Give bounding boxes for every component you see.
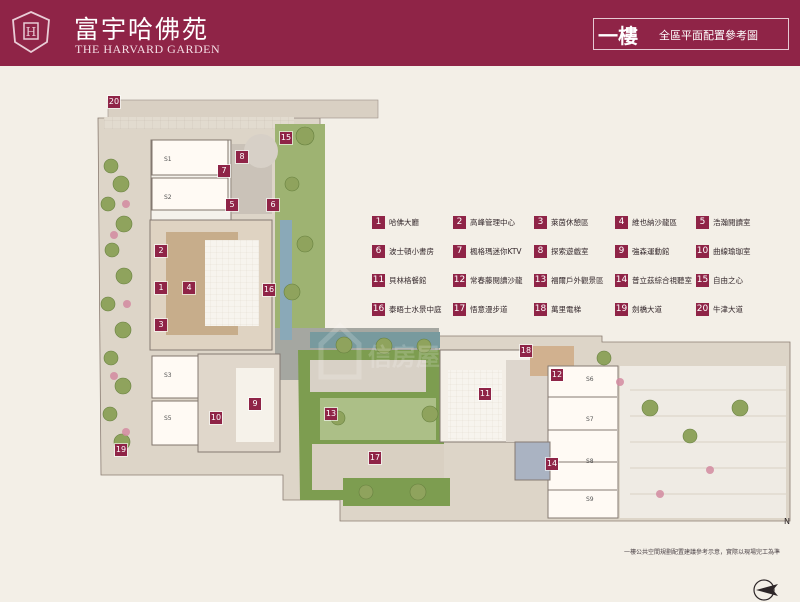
legend-label: 泰晤士水景中庭 [389, 305, 442, 314]
legend-number: 12 [453, 274, 466, 287]
plan-title: 全區平面配置參考圖 [659, 29, 758, 42]
map-marker-6: 6 [267, 199, 279, 211]
legend-label: 強森運動館 [632, 247, 670, 256]
legend-label: 牛津大道 [713, 305, 743, 314]
legend-label: 楓格瑪迷你KTV [470, 247, 522, 256]
site-plan-illustration [97, 99, 791, 522]
map-marker-11: 11 [479, 388, 491, 400]
legend-label: 自由之心 [713, 276, 743, 285]
legend-label: 貝林格餐館 [389, 276, 427, 285]
legend-number: 2 [453, 216, 466, 229]
plan-title-frame [593, 18, 789, 50]
watermark-text: 信房屋 [368, 343, 440, 371]
unit-label-s5: S5 [164, 415, 172, 422]
map-marker-10: 10 [210, 412, 222, 424]
map-marker-4: 4 [183, 282, 195, 294]
legend-number: 3 [534, 216, 547, 229]
map-marker-1: 1 [155, 282, 167, 294]
legend-label: 哈佛大廳 [389, 218, 419, 227]
legend-number: 15 [696, 274, 709, 287]
legend-number: 16 [372, 303, 385, 316]
disclaimer-footnote: 一樓公共空間規劃配置建議參考示意，實際以現場完工為準 [623, 549, 780, 556]
legend-number: 7 [453, 245, 466, 258]
legend-label: 福爾戶外觀景區 [551, 276, 604, 285]
legend-label: 萊茵休憩區 [551, 218, 589, 227]
floor-title: 一樓 [598, 24, 638, 48]
map-marker-7: 7 [218, 165, 230, 177]
north-arrow-icon [753, 579, 778, 601]
legend-number: 4 [615, 216, 628, 229]
unit-label-s6: S6 [586, 376, 594, 383]
legend-label: 浩瀚閱讀室 [713, 218, 751, 227]
map-marker-3: 3 [155, 319, 167, 331]
map-marker-9: 9 [249, 398, 261, 410]
map-marker-12: 12 [551, 369, 563, 381]
map-marker-15: 15 [280, 132, 292, 144]
legend-label: 維也納沙龍區 [632, 218, 677, 227]
legend-number: 14 [615, 274, 628, 287]
unit-label-s3: S3 [164, 372, 172, 379]
legend-label: 常春藤閱讀沙龍 [470, 276, 523, 285]
legend-number: 1 [372, 216, 385, 229]
map-marker-19: 19 [115, 444, 127, 456]
legend-label: 探索遊戲室 [551, 247, 589, 256]
legend-number: 6 [372, 245, 385, 258]
map-marker-8: 8 [236, 151, 248, 163]
legend-label: 悟意漫步道 [470, 305, 508, 314]
legend-label: 萬里電梯 [551, 305, 581, 314]
legend-number: 17 [453, 303, 466, 316]
facility-legend: 1 哈佛大廳 2 高峰管理中心 3 萊茵休憩區 4 維也納沙龍區 5 浩瀚閱讀室 6 波士頓… [372, 216, 782, 320]
watermark: 信房屋 [318, 314, 490, 384]
harvard-crest-icon: H [12, 11, 50, 53]
north-label: N [784, 517, 790, 526]
legend-number: 18 [534, 303, 547, 316]
brand-name-chinese: 富宇哈佛苑 [74, 15, 210, 44]
unit-label-s9: S9 [586, 496, 594, 503]
legend-label: 劍橋大道 [632, 305, 662, 314]
legend-number: 10 [696, 245, 709, 258]
house-logo-icon [318, 322, 362, 380]
legend-number: 20 [696, 303, 709, 316]
map-marker-14: 14 [546, 458, 558, 470]
legend-label: 高峰管理中心 [470, 218, 515, 227]
brand-header: H 富宇哈佛苑 THE HARVARD GARDEN 一樓 全區平面配置參考圖 [0, 0, 800, 66]
map-marker-20: 20 [108, 96, 120, 108]
map-marker-16: 16 [263, 284, 275, 296]
legend-label: 曲線瑜珈室 [713, 247, 751, 256]
brand-name-english: THE HARVARD GARDEN [75, 42, 221, 56]
legend-number: 19 [615, 303, 628, 316]
legend-number: 13 [534, 274, 547, 287]
map-marker-2: 2 [155, 245, 167, 257]
unit-label-s2: S2 [164, 194, 172, 201]
map-marker-18: 18 [520, 345, 532, 357]
legend-number: 8 [534, 245, 547, 258]
map-marker-5: 5 [226, 199, 238, 211]
unit-label-s1: S1 [164, 156, 172, 163]
unit-label-s8: S8 [586, 458, 594, 465]
svg-text:H: H [26, 25, 36, 39]
legend-label: 普立茲綜合視聽室 [632, 276, 692, 285]
legend-label: 波士頓小書房 [389, 247, 434, 256]
map-marker-17: 17 [369, 452, 381, 464]
unit-label-s7: S7 [586, 416, 594, 423]
site-plan: 信房屋 S1 S2 S3 S5 S6 S7 S8 S9 20 15 8 7 5 … [0, 66, 800, 601]
legend-number: 5 [696, 216, 709, 229]
legend-number: 9 [615, 245, 628, 258]
legend-number: 11 [372, 274, 385, 287]
map-marker-13: 13 [325, 408, 337, 420]
